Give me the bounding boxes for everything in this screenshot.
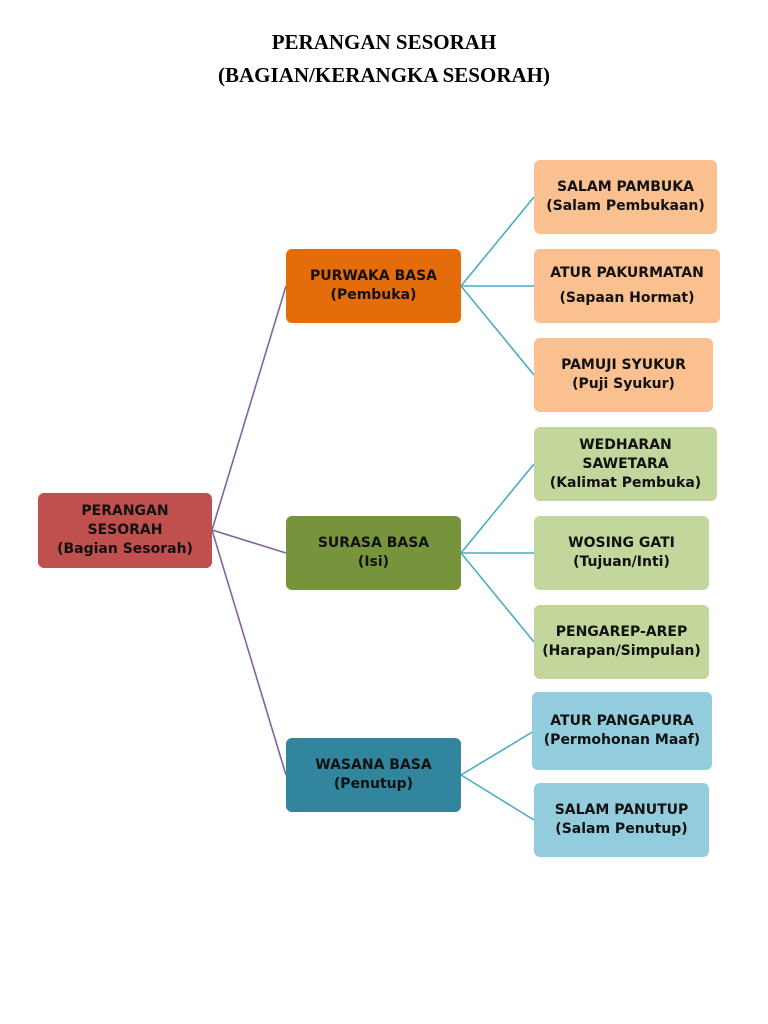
connector-purwaka-salam-pambuka — [460, 196, 535, 287]
section-node-purwaka-basa: PURWAKA BASA (Pembuka) — [286, 249, 461, 323]
node-label: PENGAREP-AREP — [555, 624, 688, 640]
leaf-node-atur-pakurmatan: ATUR PAKURMATAN (Sapaan Hormat) — [534, 249, 720, 323]
node-label: (Kalimat Pembuka) — [549, 474, 702, 491]
leaf-node-salam-panutup: SALAM PANUTUP (Salam Penutup) — [534, 783, 709, 857]
node-label: WASANA BASA — [315, 757, 432, 773]
leaf-node-wedharan-sawetara: WEDHARAN SAWETARA (Kalimat Pembuka) — [534, 427, 717, 501]
leaf-node-pamuji-syukur: PAMUJI SYUKUR (Puji Syukur) — [534, 338, 713, 412]
node-label: (Salam Pembukaan) — [546, 198, 705, 214]
node-label: (Permohonan Maaf) — [543, 732, 701, 748]
section-node-surasa-basa: SURASA BASA (Isi) — [286, 516, 461, 590]
leaf-node-salam-pambuka: SALAM PAMBUKA (Salam Pembukaan) — [534, 160, 717, 234]
node-label: SURASA BASA — [317, 535, 430, 551]
leaf-node-wosing-gati: WOSING GATI (Tujuan/Inti) — [534, 516, 709, 590]
connector-surasa-pengarep — [460, 552, 535, 643]
connector-root-surasa — [211, 529, 287, 554]
node-label: SALAM PANUTUP — [554, 802, 689, 818]
node-label: (Bagian Sesorah) — [57, 541, 193, 557]
node-label: SESORAH — [87, 522, 163, 538]
connector-wasana-salam-panutup — [460, 774, 535, 821]
node-label: WOSING GATI — [568, 535, 675, 551]
node-label: (Tujuan/Inti) — [573, 554, 670, 570]
leaf-node-pengarep-arep: PENGAREP-AREP (Harapan/Simpulan) — [534, 605, 709, 679]
node-label: ATUR PANGAPURA — [550, 713, 694, 729]
connector-purwaka-pamuji-syukur — [460, 285, 535, 376]
page-title: PERANGAN SESORAH — [271, 30, 497, 54]
node-label: (Puji Syukur) — [572, 376, 675, 392]
node-label: WEDHARAN — [579, 436, 672, 453]
node-label: PERANGAN — [81, 503, 169, 519]
node-label: SALAM PAMBUKA — [557, 179, 694, 195]
node-label: PURWAKA BASA — [309, 268, 438, 284]
node-label: (Salam Penutup) — [555, 821, 688, 837]
leaf-node-atur-pangapura: ATUR PANGAPURA (Permohonan Maaf) — [532, 692, 712, 770]
node-label: (Harapan/Simpulan) — [542, 643, 701, 659]
node-label: (Penutup) — [333, 776, 414, 792]
node-label: ATUR PAKURMATAN — [550, 265, 704, 281]
section-node-wasana-basa: WASANA BASA (Penutup) — [286, 738, 461, 812]
root-node-perangan-sesorah: PERANGAN SESORAH (Bagian Sesorah) — [38, 493, 212, 568]
connector-wasana-atur-pangapura — [460, 730, 535, 776]
node-label: PAMUJI SYUKUR — [561, 357, 686, 373]
connector-surasa-wedharan — [460, 463, 535, 554]
node-label: (Sapaan Hormat) — [559, 290, 695, 306]
node-label: (Pembuka) — [330, 287, 417, 303]
connector-root-wasana — [211, 529, 287, 776]
page-subtitle: (BAGIAN/KERANGKA SESORAH) — [218, 63, 550, 87]
connector-root-purwaka — [211, 285, 287, 531]
node-label: SAWETARA — [582, 455, 669, 472]
node-label: (Isi) — [357, 554, 390, 570]
